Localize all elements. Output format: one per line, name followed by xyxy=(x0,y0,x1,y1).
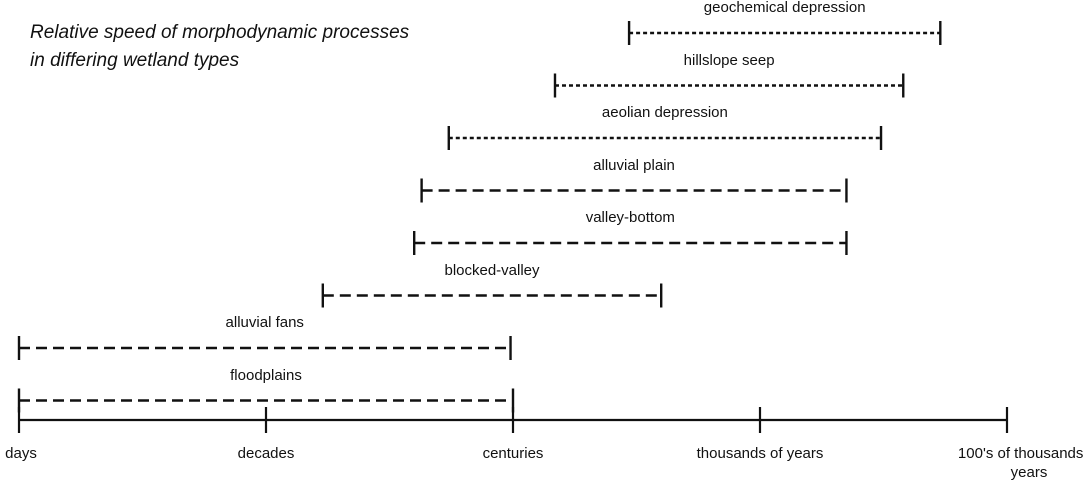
diagram-title-line-2: in differing wetland types xyxy=(30,50,240,71)
span-label: floodplains xyxy=(230,366,302,384)
axis-tick-label: 100's of thousands of years xyxy=(957,445,1084,481)
diagram-title-line-1: Relative speed of morphodynamic processe… xyxy=(30,22,410,43)
axis-tick-label: thousands of years xyxy=(696,445,824,462)
span-label: alluvial plain xyxy=(593,156,675,174)
span-label: blocked-valley xyxy=(444,261,540,279)
axis-tick-label: days xyxy=(5,445,37,462)
axis-tick-label: decades xyxy=(237,445,295,462)
span-label: hillslope seep xyxy=(683,51,775,69)
span-label: alluvial fans xyxy=(225,314,304,331)
axis-tick-label: centuries xyxy=(482,445,544,462)
span-label: geochemical depression xyxy=(703,0,866,16)
span-label: valley-bottom xyxy=(585,209,675,226)
span-label: aeolian depression xyxy=(601,104,728,121)
